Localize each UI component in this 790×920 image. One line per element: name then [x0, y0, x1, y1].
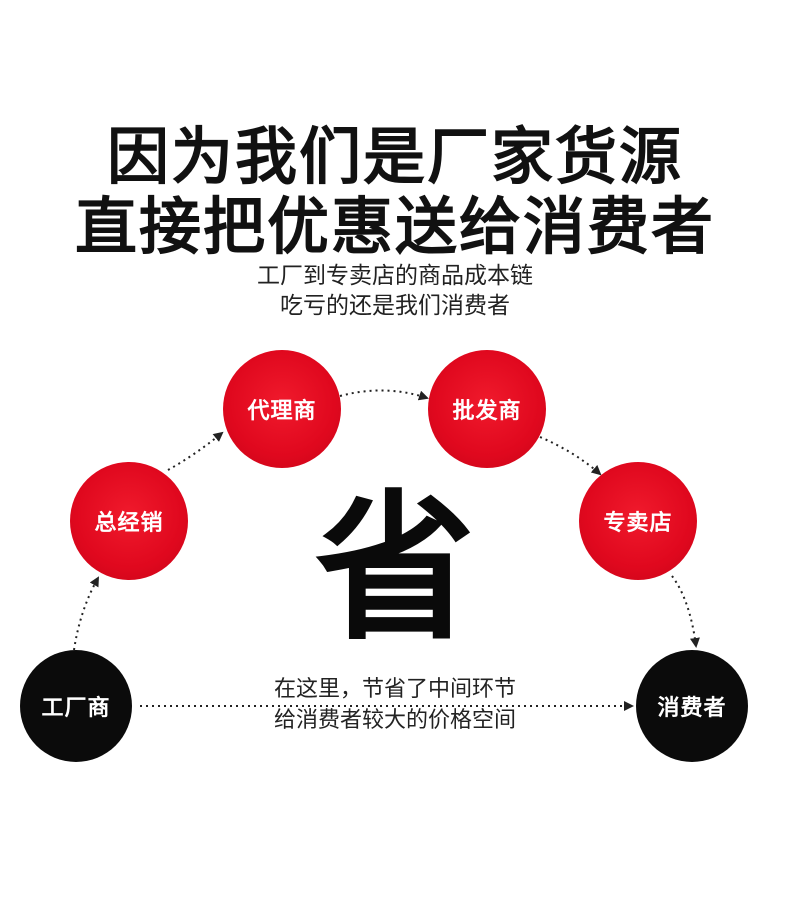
- node-general-distributor: 总经销: [70, 462, 188, 580]
- direct-note-line-2: 给消费者较大的价格空间: [273, 708, 516, 733]
- subheadline-line-2: 吃亏的还是我们消费者: [280, 293, 510, 319]
- subheadline-line-1: 工厂到专卖店的商品成本链: [257, 263, 533, 289]
- save-character: 省: [314, 474, 475, 662]
- arrow-distributor-to-agent: [167, 431, 224, 471]
- arrow-agent-to-wholesaler: [339, 389, 429, 401]
- node-agent: 代理商: [223, 350, 341, 468]
- node-factory: 工厂商: [20, 650, 132, 762]
- node-store: 专卖店: [579, 462, 697, 580]
- arrow-store-to-consumer: [671, 575, 700, 648]
- direct-note-line-1: 在这里，节省了中间环节: [273, 677, 516, 702]
- headline-line-1: 因为我们是厂家货源: [106, 120, 683, 193]
- node-consumer: 消费者: [636, 650, 748, 762]
- arrow-factory-to-distributor: [73, 576, 99, 651]
- node-wholesaler: 批发商: [428, 350, 546, 468]
- headline-line-2: 直接把优惠送给消费者: [74, 190, 715, 263]
- arrow-wholesaler-to-store: [539, 436, 602, 476]
